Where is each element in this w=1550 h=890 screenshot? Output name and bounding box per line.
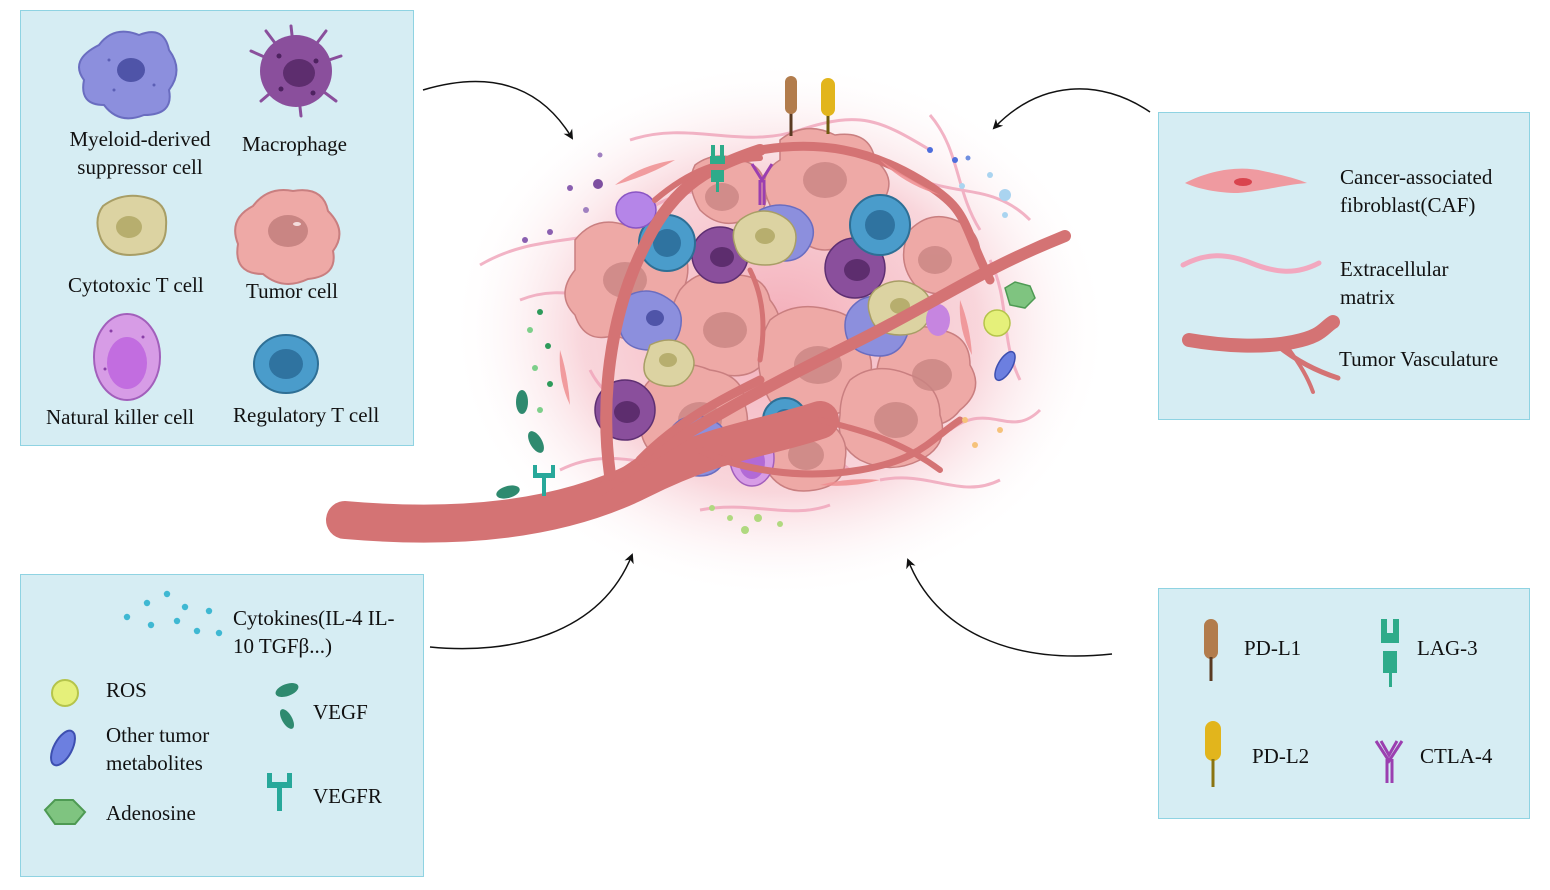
- soluble-factors: [496, 147, 1036, 534]
- ecm-icon: [1180, 253, 1322, 274]
- immune-cells-panel: Myeloid-derived suppressor cell Macropha…: [20, 10, 414, 446]
- vegf-icon: [275, 683, 299, 729]
- mdsc-label: Myeloid-derived suppressor cell: [69, 127, 211, 179]
- metabolites-icon: [50, 729, 76, 767]
- vegfr-label: VEGFR: [313, 784, 382, 808]
- pdl2-molecule-in-tumor: [821, 78, 835, 134]
- pdl2-label: PD-L2: [1252, 744, 1310, 768]
- regulatory-t-cell-label: Regulatory T cell: [233, 403, 380, 427]
- metabolites-label: Other tumor metabolites: [106, 723, 210, 775]
- caf-label: Cancer-associated fibroblast(CAF): [1340, 165, 1493, 217]
- arrow-factors-to-tumor: [429, 553, 634, 650]
- arrow-checkpoints-to-tumor: [906, 558, 1113, 657]
- lag3-molecule-in-tumor: [710, 145, 725, 192]
- regulatory-t-cell-icon: [253, 334, 319, 394]
- ros-label: ROS: [106, 678, 147, 702]
- tumor-vasculature: [326, 141, 1071, 543]
- caf-cells: [559, 160, 972, 486]
- pdl1-label: PD-L1: [1244, 636, 1302, 660]
- arrow-cells-to-tumor: [422, 80, 574, 140]
- checkpoint-molecules-panel: PD-L1 LAG-3 PD-L2 CTLA-4: [1158, 588, 1530, 819]
- adenosine-icon: [43, 799, 87, 825]
- cytotoxic-t-cell-icon: [96, 194, 168, 256]
- pdl1-molecule-in-tumor: [785, 76, 797, 136]
- soluble-factors-panel: Cytokines(IL-4 IL-10 TGFβ...) ROS VEGF O…: [20, 574, 424, 877]
- ecm-label: Extracellular matrix: [1340, 257, 1449, 309]
- cytokines-icon: [123, 590, 223, 637]
- macrophage-label: Macrophage: [242, 132, 347, 156]
- pdl1-icon: [1204, 619, 1218, 681]
- vegf-label: VEGF: [313, 700, 368, 724]
- macrophage-icon: [249, 24, 343, 118]
- ctla4-icon: [1374, 740, 1404, 783]
- adenosine-label: Adenosine: [106, 801, 196, 825]
- lag3-icon: [1381, 619, 1399, 687]
- arrow-stroma-to-tumor: [992, 88, 1151, 130]
- ctla4-molecule-in-tumor: [750, 163, 774, 205]
- nk-cell-icon: [93, 313, 161, 401]
- tumor-cell-label: Tumor cell: [246, 279, 338, 303]
- ros-icon: [51, 679, 79, 707]
- cytokines-label: Cytokines(IL-4 IL-10 TGFβ...): [233, 606, 395, 658]
- nk-cell-label: Natural killer cell: [46, 405, 195, 429]
- vasculature-label: Tumor Vasculature: [1339, 347, 1499, 371]
- mdsc-icon: [78, 30, 178, 120]
- cytotoxic-t-cell-label: Cytotoxic T cell: [68, 273, 204, 297]
- caf-icon: [1185, 168, 1307, 193]
- tumor-cell-icon: [234, 189, 341, 285]
- lag3-label: LAG-3: [1417, 636, 1478, 660]
- vegfr-molecule-in-tumor: [533, 465, 555, 496]
- pdl2-icon: [1205, 721, 1221, 787]
- vegfr-icon: [267, 773, 292, 811]
- vasculature-icon: [1182, 315, 1341, 394]
- ctla4-label: CTLA-4: [1420, 744, 1493, 768]
- stroma-panel: Cancer-associated fibroblast(CAF) Extrac…: [1158, 112, 1530, 420]
